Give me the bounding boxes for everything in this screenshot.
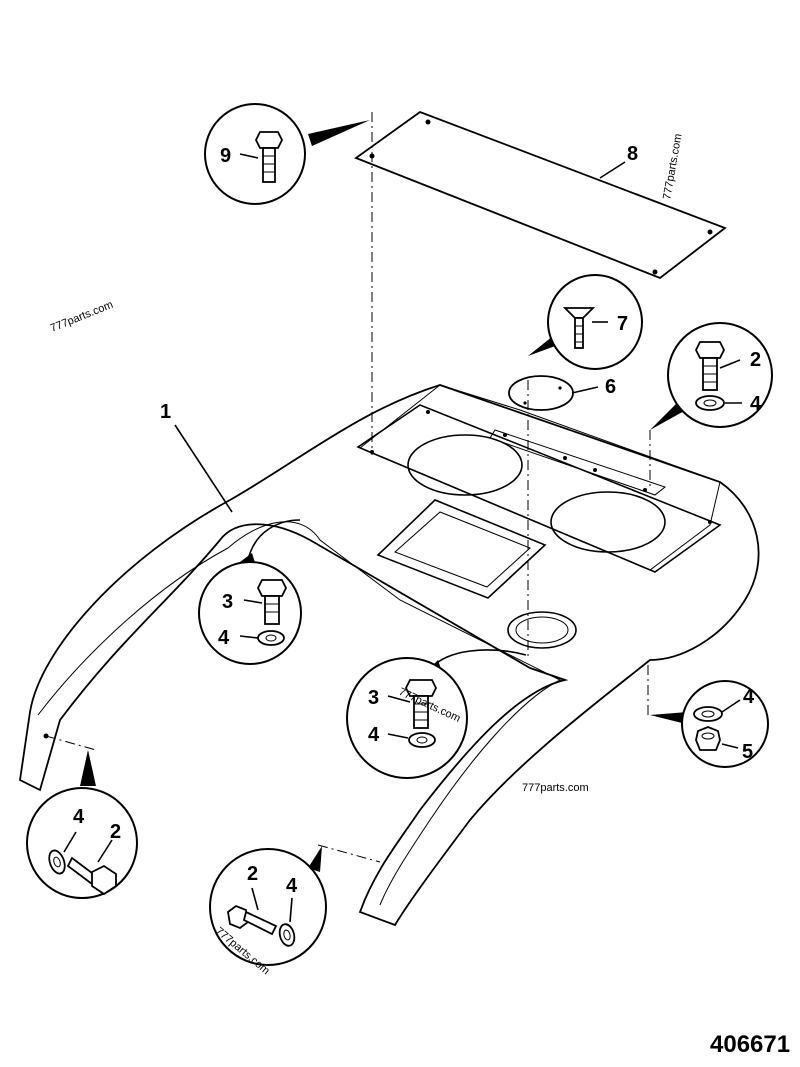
callout-plate-screw: 9 [220, 145, 231, 167]
callout-bl-bolt: 2 [110, 821, 121, 843]
watermark: 777parts.com [661, 133, 684, 201]
assembly-line-bottom [317, 844, 381, 863]
callout-bc-washer: 4 [286, 875, 298, 897]
detail-circle-bolt-washer-bc [209, 848, 327, 966]
watermark: 777parts.com [522, 782, 589, 794]
round-cover-cap [508, 375, 574, 411]
callout-left-washer: 4 [218, 627, 230, 649]
callout-right-washer: 4 [743, 686, 755, 708]
callout-main-panel: 1 [160, 401, 171, 423]
assembly-line-left [45, 735, 97, 751]
detail-circle-washer-nut-right [681, 680, 769, 768]
callout-right-nut: 5 [742, 741, 753, 763]
callout-left-bolt: 3 [222, 591, 233, 613]
callout-center-washer: 4 [368, 724, 380, 746]
callout-bl-washer: 4 [73, 806, 85, 828]
callout-cover-cap: 6 [605, 376, 616, 398]
callout-bc-bolt: 2 [247, 863, 258, 885]
drawing-number: 406671 [710, 1031, 790, 1058]
console-panel [19, 384, 760, 927]
detail-circle-bolt-washer-tr [667, 322, 773, 428]
callout-tr-washer: 4 [750, 393, 762, 415]
watermark: 777parts.com [49, 299, 115, 335]
detail-circle-bolt-washer-center [346, 657, 468, 779]
cover-plate [354, 110, 727, 280]
detail-circle-washer-bolt-bl [26, 787, 138, 899]
callout-plate: 8 [627, 143, 638, 165]
callout-cap-screw: 7 [617, 313, 628, 335]
detail-circle-screw-7 [547, 274, 643, 370]
callout-center-bolt: 3 [368, 687, 379, 709]
detail-circle-bolt-washer-left [198, 561, 302, 665]
callout-tr-bolt: 2 [750, 349, 761, 371]
detail-circle-screw-9 [204, 103, 306, 205]
